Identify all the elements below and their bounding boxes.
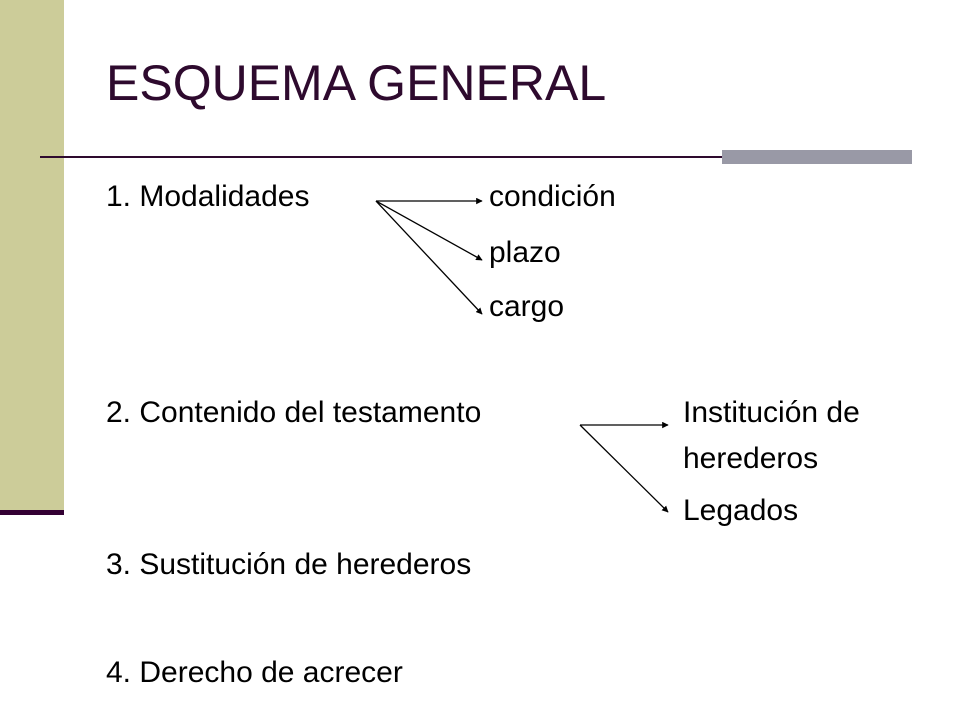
branch-herederos: herederos [683,442,819,475]
branch-legados: Legados [683,494,799,527]
item-contenido-testamento: 2. Contenido del testamento [106,396,482,429]
side-bar-decoration [0,0,64,512]
item-sustitucion-herederos: 3. Sustitución de herederos [106,548,472,581]
branch-institucion: Institución de [683,396,860,429]
title-rule-accent [722,150,912,164]
arrow-to-legados [579,424,669,513]
slide-title: ESQUEMA GENERAL [106,55,607,111]
branch-condicion: condición [489,180,616,213]
arrow-to-cargo [375,200,483,315]
item-derecho-acrecer: 4. Derecho de acrecer [106,656,403,689]
branch-cargo: cargo [489,290,565,323]
arrow-to-plazo [375,200,483,261]
item-modalidades: 1. Modalidades [106,180,310,213]
branch-plazo: plazo [489,236,561,269]
side-accent-line [0,510,64,515]
title-rule [40,156,912,158]
